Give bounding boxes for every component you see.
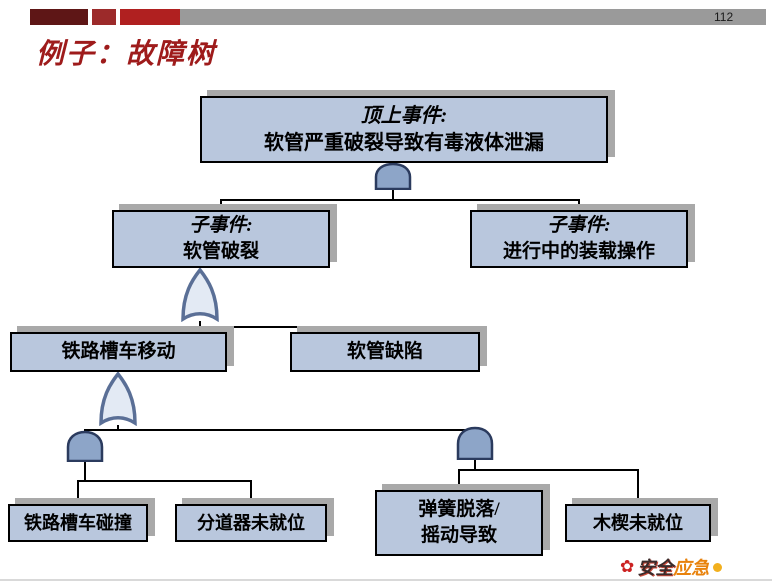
node-sub-left-text: 软管破裂 (182, 241, 259, 262)
node-sub-left-title: 子事件: (189, 215, 253, 237)
node-tank-car-movement-label: 铁路槽车移动 (61, 341, 176, 363)
node-spring-line1: 弹簧脱落/ (418, 499, 500, 521)
node-top-event-text: 软管严重破裂导致有毒液体泄漏 (264, 131, 544, 154)
node-sub-event-hose-rupture: 子事件: 软管破裂 (112, 210, 330, 268)
node-hose-defect: 软管缺陷 (290, 332, 480, 372)
node-hose-defect-label: 软管缺陷 (346, 341, 423, 363)
node-derail-not-in-place-label: 分道器未就位 (197, 512, 305, 533)
header-bar-segment-maroon (30, 9, 88, 25)
node-top-event: 顶上事件: 软管严重破裂导致有毒液体泄漏 (200, 96, 608, 163)
header-bar-segment-darkred (92, 9, 116, 25)
node-top-event-title: 顶上事件: (360, 104, 448, 127)
connector-line (392, 189, 394, 200)
safety-flower-icon: ✿ (620, 557, 635, 576)
node-wedge-not-in-place-label: 木楔未就位 (593, 512, 683, 533)
or-gate-icon (98, 371, 138, 427)
connector-line (220, 199, 580, 201)
and-gate-icon (373, 162, 413, 191)
node-sub-right-title: 子事件: (547, 215, 611, 237)
connector-line (220, 199, 222, 210)
node-tank-car-collision: 铁路槽车碰撞 (8, 504, 148, 542)
footer-logo-text-emergency: 应急 (673, 558, 710, 578)
slide-title: 例子：故障树 (36, 39, 217, 70)
connector-line (458, 469, 639, 471)
connector-line (199, 321, 201, 328)
connector-line (117, 326, 119, 333)
node-spring-line2: 摇动导致 (420, 525, 497, 546)
connector-line (637, 469, 639, 505)
connector-line (384, 326, 386, 333)
page-number: 112 (714, 10, 734, 24)
node-tank-car-movement: 铁路槽车移动 (10, 332, 227, 372)
connector-line (77, 480, 252, 482)
connector-line (117, 326, 386, 328)
node-sub-event-loading-operation: 子事件: 进行中的装载操作 (470, 210, 688, 268)
and-gate-icon (455, 426, 495, 461)
node-derail-not-in-place: 分道器未就位 (175, 504, 327, 542)
connector-line (84, 461, 86, 482)
connector-line (474, 459, 476, 471)
connector-line (250, 480, 252, 505)
connector-line (117, 425, 119, 431)
header-bar-segment-red (120, 9, 180, 25)
node-spring-detached: 弹簧脱落/ 摇动导致 (375, 490, 543, 556)
connector-line (77, 480, 79, 505)
footer-logo: ✿ 安全 应急 (620, 554, 723, 579)
and-gate-icon (65, 430, 105, 463)
connector-line (578, 199, 580, 210)
header-bar-gray (180, 9, 766, 25)
footer-logo-dot-icon (713, 562, 723, 572)
node-tank-car-collision-label: 铁路槽车碰撞 (24, 512, 132, 533)
or-gate-icon (180, 267, 220, 323)
connector-line (84, 429, 476, 431)
node-sub-right-text: 进行中的装载操作 (502, 241, 655, 262)
connector-line (458, 469, 460, 491)
node-wedge-not-in-place: 木楔未就位 (565, 504, 711, 542)
footer-logo-text-safety: 安全 (637, 558, 674, 578)
